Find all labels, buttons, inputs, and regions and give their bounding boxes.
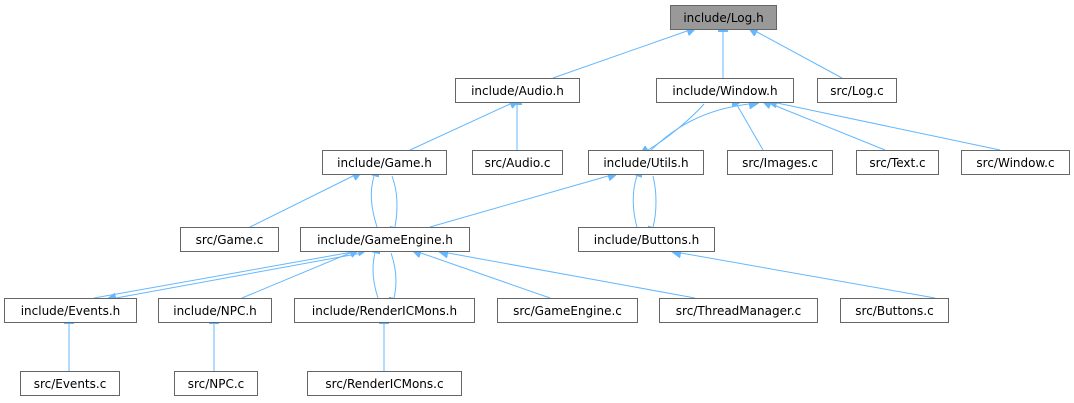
node-buttons-c[interactable]: src/Buttons.c xyxy=(840,298,949,323)
node-box xyxy=(158,298,272,323)
node-npc-c[interactable]: src/NPC.c xyxy=(174,371,258,396)
node-threadmanager-c[interactable]: src/ThreadManager.c xyxy=(659,298,818,323)
node-label: include/Audio.h xyxy=(471,84,564,98)
node-label: src/GameEngine.c xyxy=(513,304,622,318)
edge-game_h-to-gameengine_h xyxy=(392,175,397,227)
node-box xyxy=(472,150,563,175)
node-gameengine-c[interactable]: src/GameEngine.c xyxy=(497,298,638,323)
node-box xyxy=(307,371,462,396)
edge-threadmanager_c-to-gameengine_h xyxy=(448,253,696,299)
node-box xyxy=(659,298,818,323)
node-box xyxy=(497,298,638,323)
node-box xyxy=(20,371,120,396)
node-box xyxy=(4,298,137,323)
node-label: src/NPC.c xyxy=(188,377,245,391)
edge-gameengine_h-to-events_h xyxy=(116,252,363,298)
node-label: src/Text.c xyxy=(869,156,925,170)
edge-gameengine_h-to-game_h xyxy=(371,176,377,228)
node-box xyxy=(455,78,580,103)
node-game-h[interactable]: include/Game.h xyxy=(322,150,447,175)
edge-log_c-to-log_h xyxy=(757,32,843,79)
node-box xyxy=(670,5,777,30)
node-box xyxy=(961,150,1070,175)
node-events-c[interactable]: src/Events.c xyxy=(20,371,120,396)
node-npc-h[interactable]: include/NPC.h xyxy=(158,298,272,323)
node-events-h[interactable]: include/Events.h xyxy=(4,298,137,323)
node-label: src/RenderICMons.c xyxy=(325,377,443,391)
node-label: src/Audio.c xyxy=(485,156,551,170)
edge-npc_h-to-gameengine_h xyxy=(241,253,350,299)
node-window-h[interactable]: include/Window.h xyxy=(656,78,794,103)
node-log-h[interactable]: include/Log.h xyxy=(670,5,777,30)
edge-events_h-to-gameengine_h xyxy=(93,251,358,299)
edge-utils_h-to-window_h xyxy=(650,104,749,151)
node-box xyxy=(180,227,279,252)
edge-buttons_h-to-utils_h xyxy=(633,176,637,228)
node-label: include/NPC.h xyxy=(173,304,257,318)
node-audio-c[interactable]: src/Audio.c xyxy=(472,150,563,175)
node-label: src/Buttons.c xyxy=(855,304,933,318)
edge-gameengine_h-to-rendericmons_h xyxy=(391,252,396,298)
node-layer: include/Log.h include/Audio.h include/Wind… xyxy=(4,5,1070,396)
node-text-c[interactable]: src/Text.c xyxy=(856,150,939,175)
node-rendericmons-h[interactable]: include/RenderICMons.h xyxy=(294,298,475,323)
node-rendericmons-c[interactable]: src/RenderICMons.c xyxy=(307,371,462,396)
node-box xyxy=(727,150,833,175)
node-label: src/Window.c xyxy=(976,156,1054,170)
node-box xyxy=(174,371,258,396)
node-box xyxy=(856,150,939,175)
node-label: include/RenderICMons.h xyxy=(312,304,457,318)
edge-window_h-to-utils_h xyxy=(648,103,705,150)
edge-gameengine_c-to-gameengine_h xyxy=(421,253,551,299)
node-label: src/Game.c xyxy=(196,233,264,247)
node-label: include/Utils.h xyxy=(603,156,688,170)
node-gameengine-h[interactable]: include/GameEngine.h xyxy=(300,227,470,252)
node-utils-h[interactable]: include/Utils.h xyxy=(588,150,704,175)
edge-audio_h-to-log_h xyxy=(552,31,687,79)
edge-rendericmons_h-to-gameengine_h xyxy=(373,253,378,299)
node-label: src/Images.c xyxy=(742,156,818,170)
node-box xyxy=(817,78,897,103)
node-label: include/Buttons.h xyxy=(594,233,699,247)
node-box xyxy=(656,78,794,103)
node-game-c[interactable]: src/Game.c xyxy=(180,227,279,252)
node-label: include/GameEngine.h xyxy=(317,233,453,247)
edge-buttons_c-to-buttons_h xyxy=(681,253,936,299)
edge-utils_h-to-buttons_h xyxy=(653,175,656,227)
node-window-c[interactable]: src/Window.c xyxy=(961,150,1070,175)
node-box xyxy=(578,227,715,252)
edge-images_c-to-window_h xyxy=(737,105,764,151)
node-label: src/Events.c xyxy=(34,377,107,391)
node-label: src/ThreadManager.c xyxy=(676,304,801,318)
node-label: include/Window.h xyxy=(672,84,777,98)
edge-layer xyxy=(69,31,1001,371)
edge-window_c-to-window_h xyxy=(777,103,1001,151)
edge-text_c-to-window_h xyxy=(771,104,886,151)
node-label: include/Log.h xyxy=(683,11,763,25)
node-audio-h[interactable]: include/Audio.h xyxy=(455,78,580,103)
node-log-c[interactable]: src/Log.c xyxy=(817,78,897,103)
node-box xyxy=(300,227,470,252)
node-box xyxy=(840,298,949,323)
edge-gameengine_h-to-utils_h xyxy=(429,176,608,228)
node-box xyxy=(294,298,475,323)
node-label: include/Events.h xyxy=(21,304,121,318)
node-images-c[interactable]: src/Images.c xyxy=(727,150,833,175)
edge-game_h-to-audio_h xyxy=(409,104,510,151)
edge-game_c-to-game_h xyxy=(249,176,353,228)
node-box xyxy=(588,150,704,175)
node-box xyxy=(322,150,447,175)
node-label: include/Game.h xyxy=(337,156,432,170)
node-buttons-h[interactable]: include/Buttons.h xyxy=(578,227,715,252)
node-label: src/Log.c xyxy=(830,84,883,98)
